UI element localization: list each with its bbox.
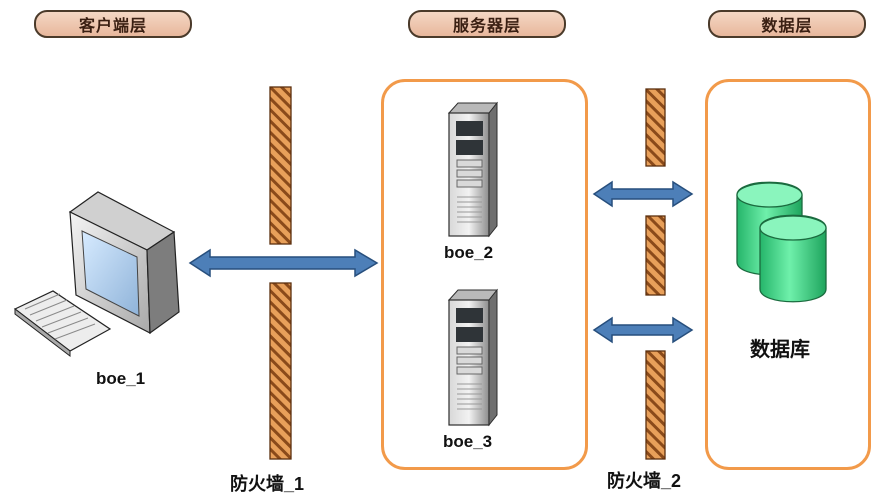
database-icon xyxy=(736,181,827,303)
server-label-1: boe_2 xyxy=(444,243,494,262)
firewall-label-1: 防火墙_1 xyxy=(230,474,305,494)
tier-label-server: 服务器层 xyxy=(408,10,566,38)
server-icon-1 xyxy=(447,101,499,238)
firewall-1 xyxy=(269,86,292,460)
firewall-2 xyxy=(645,88,666,460)
firewall-label-2: 防火墙_2 xyxy=(607,471,682,491)
server-label-2: boe_3 xyxy=(443,432,493,451)
database-label: 数据库 xyxy=(750,339,810,361)
server-icon-2 xyxy=(447,288,499,427)
tier-label-client: 客户端层 xyxy=(34,10,192,38)
connection-arrow-client-server xyxy=(188,248,379,278)
data-zone xyxy=(705,79,871,470)
client-computer-icon xyxy=(13,191,180,358)
connection-arrow-server-data-2 xyxy=(592,316,694,344)
client-label: boe_1 xyxy=(96,369,146,388)
connection-arrow-server-data-1 xyxy=(592,180,694,208)
tier-label-data: 数据层 xyxy=(708,10,866,38)
server-zone xyxy=(381,79,588,470)
